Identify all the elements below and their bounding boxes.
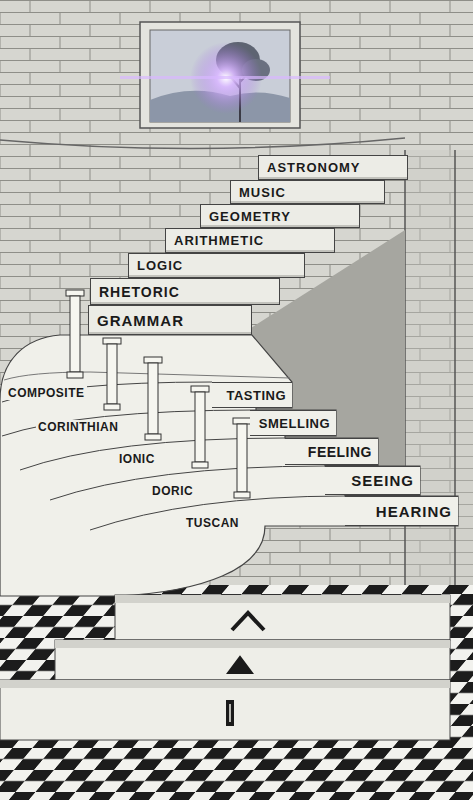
lower-step xyxy=(0,680,450,740)
stair-body xyxy=(0,335,458,596)
step-tread xyxy=(115,595,450,603)
step-text: ASTRONOMY xyxy=(267,160,361,175)
label-text: IONIC xyxy=(119,452,155,466)
level-symbol xyxy=(228,657,252,673)
brick-wall xyxy=(0,0,473,600)
liberal-art-step: LOGIC xyxy=(128,253,305,278)
step-text: SMELLING xyxy=(259,416,330,431)
label-text: TUSCAN xyxy=(186,516,239,530)
light-streak xyxy=(120,76,330,79)
pillar-base xyxy=(192,462,208,468)
liberal-art-step: RHETORIC xyxy=(90,278,280,305)
sense-step: FEELING xyxy=(285,438,378,465)
riser-line xyxy=(50,466,325,500)
step-text: FEELING xyxy=(308,444,372,460)
step-tread xyxy=(0,680,450,688)
side-wall xyxy=(405,150,473,600)
step-text: MUSIC xyxy=(239,185,286,200)
liberal-art-step: ARITHMETIC xyxy=(165,228,335,253)
step-text: ARITHMETIC xyxy=(174,233,264,248)
pillar-shaft xyxy=(148,363,158,434)
column-order-label: TUSCAN xyxy=(184,516,241,530)
step-text: TASTING xyxy=(226,388,286,403)
pillar-capital xyxy=(144,357,162,363)
step-text: GRAMMAR xyxy=(97,312,184,329)
step-text: HEARING xyxy=(376,503,452,520)
pillar-base xyxy=(104,404,120,410)
step-text: SEEING xyxy=(351,472,414,489)
liberal-art-step: ASTRONOMY xyxy=(258,155,408,180)
label-text: COMPOSITE xyxy=(8,386,85,400)
plumb-symbol xyxy=(226,700,234,726)
liberal-art-step: GEOMETRY xyxy=(200,204,360,228)
riser-line xyxy=(90,496,345,530)
column-order-label: IONIC xyxy=(117,452,157,466)
pillar-shaft xyxy=(195,392,205,462)
pillar-capital xyxy=(233,418,251,424)
wall-ledge xyxy=(0,138,405,149)
pillar-shaft xyxy=(70,296,80,372)
column-order-label: COMPOSITE xyxy=(6,386,87,400)
liberal-art-step: MUSIC xyxy=(230,180,385,204)
pillar-base xyxy=(67,372,83,378)
step-text: RHETORIC xyxy=(99,284,180,300)
sense-step: SEEING xyxy=(325,466,420,495)
pillar-capital xyxy=(103,338,121,344)
step-text: LOGIC xyxy=(137,258,183,273)
pillar-capital xyxy=(191,386,209,392)
checkered-floor xyxy=(0,585,473,800)
sense-step: HEARING xyxy=(345,496,458,526)
side-wall-bricks xyxy=(405,150,473,600)
step-tread xyxy=(55,640,450,648)
landing-edge xyxy=(4,372,290,380)
lower-step xyxy=(115,595,450,640)
riser-line xyxy=(2,410,256,436)
lower-step xyxy=(55,640,450,680)
plumb-line xyxy=(229,704,231,722)
column-order-label: DORIC xyxy=(150,484,195,498)
pillar-shaft xyxy=(237,424,247,492)
sense-step: SMELLING xyxy=(250,410,336,436)
column-order-label: CORINTHIAN xyxy=(36,420,120,434)
label-text: CORINTHIAN xyxy=(38,420,118,434)
step-text: GEOMETRY xyxy=(209,209,291,224)
pillar-capital xyxy=(66,290,84,296)
sense-step: TASTING xyxy=(212,382,292,408)
label-text: DORIC xyxy=(152,484,193,498)
window-frame xyxy=(140,22,300,128)
square-symbol xyxy=(232,613,264,630)
pillar-base xyxy=(234,492,250,498)
wall-edge xyxy=(405,150,455,600)
pillar-shaft xyxy=(107,344,117,404)
pillar-base xyxy=(145,434,161,440)
liberal-art-step: GRAMMAR xyxy=(88,305,252,335)
